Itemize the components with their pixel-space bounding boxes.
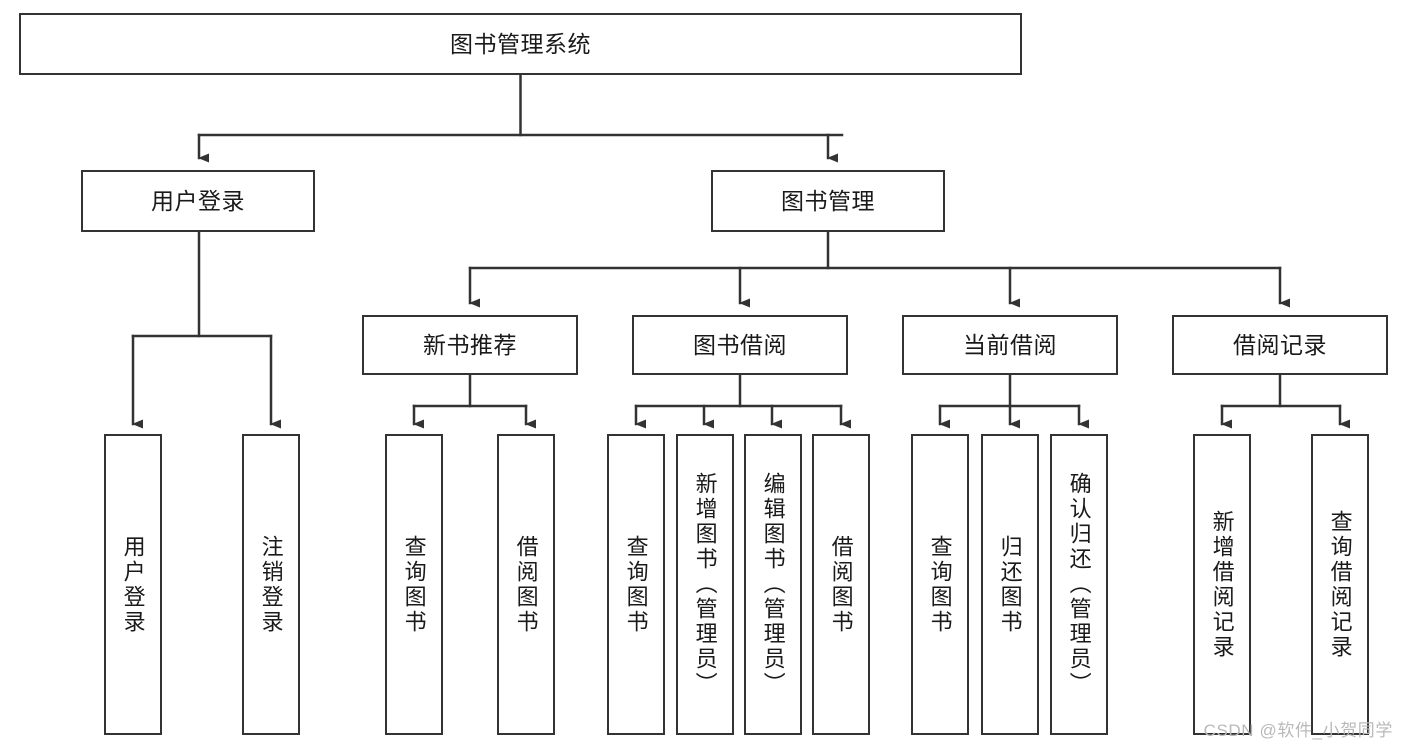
node-user-login[interactable]: 用户登录 (81, 170, 315, 232)
node-leaf-label: 编辑图书（管理员） (760, 472, 786, 697)
node-leaf-newbook-borrow-book[interactable]: 借阅图书 (497, 434, 555, 735)
watermark-text: CSDN @软件_小贺同学 (1203, 721, 1393, 740)
node-leaf-label: 新增借阅记录 (1209, 509, 1235, 660)
node-leaf-currentborrow-confirm-return[interactable]: 确认归还（管理员） (1050, 434, 1108, 735)
node-leaf-newbook-query-book[interactable]: 查询图书 (385, 434, 443, 735)
node-leaf-label: 确认归还（管理员） (1066, 472, 1092, 697)
node-leaf-label: 查询借阅记录 (1327, 509, 1353, 660)
node-new-book-recommend[interactable]: 新书推荐 (362, 315, 578, 375)
node-leaf-label: 新增图书（管理员） (692, 472, 718, 697)
node-book-borrow-label: 图书借阅 (693, 331, 787, 358)
node-leaf-borrowrecord-add-record[interactable]: 新增借阅记录 (1193, 434, 1251, 735)
node-leaf-label: 借阅图书 (828, 534, 854, 635)
node-leaf-user-login-login[interactable]: 用户登录 (104, 434, 162, 735)
node-current-borrow-label: 当前借阅 (963, 331, 1057, 358)
node-leaf-currentborrow-return-book[interactable]: 归还图书 (981, 434, 1039, 735)
node-leaf-currentborrow-query-book[interactable]: 查询图书 (911, 434, 969, 735)
node-book-borrow[interactable]: 图书借阅 (632, 315, 848, 375)
node-current-borrow[interactable]: 当前借阅 (902, 315, 1118, 375)
node-user-login-label: 用户登录 (151, 187, 245, 214)
node-book-management[interactable]: 图书管理 (711, 170, 945, 232)
node-leaf-bookborrow-add-book[interactable]: 新增图书（管理员） (676, 434, 734, 735)
node-leaf-borrowrecord-query-record[interactable]: 查询借阅记录 (1311, 434, 1369, 735)
node-new-book-recommend-label: 新书推荐 (423, 331, 517, 358)
node-leaf-label: 查询图书 (623, 534, 649, 635)
node-leaf-label: 归还图书 (997, 534, 1023, 635)
node-root-label: 图书管理系统 (450, 30, 591, 57)
node-borrow-record-label: 借阅记录 (1233, 331, 1327, 358)
node-leaf-label: 注销登录 (258, 534, 284, 635)
node-leaf-label: 借阅图书 (513, 534, 539, 635)
node-leaf-label: 用户登录 (120, 534, 146, 635)
node-leaf-bookborrow-borrow-book[interactable]: 借阅图书 (812, 434, 870, 735)
node-book-management-label: 图书管理 (781, 187, 875, 214)
node-leaf-label: 查询图书 (401, 534, 427, 635)
node-leaf-label: 查询图书 (927, 534, 953, 635)
node-borrow-record[interactable]: 借阅记录 (1172, 315, 1388, 375)
node-root-book-management-system[interactable]: 图书管理系统 (19, 13, 1022, 75)
node-leaf-bookborrow-query-book[interactable]: 查询图书 (607, 434, 665, 735)
node-leaf-user-login-logout[interactable]: 注销登录 (242, 434, 300, 735)
node-leaf-bookborrow-edit-book[interactable]: 编辑图书（管理员） (744, 434, 802, 735)
